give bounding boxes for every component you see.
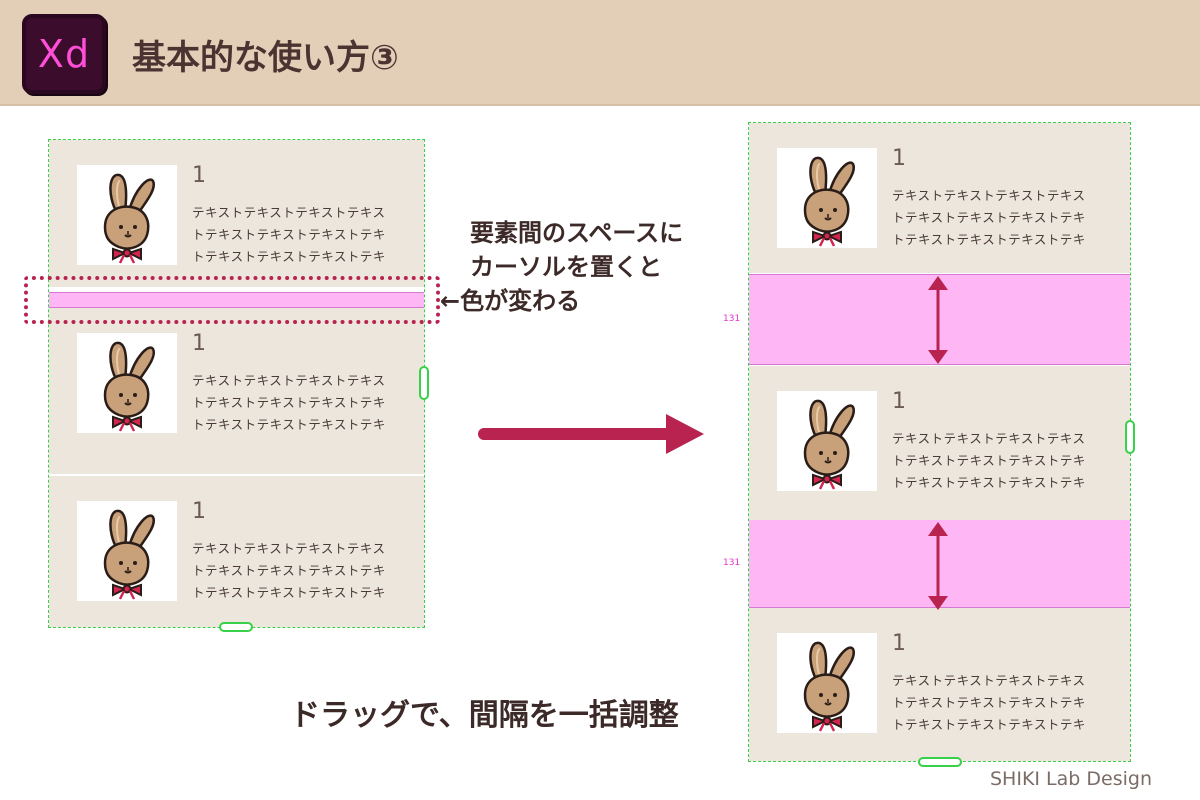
card-text-line: トテキストテキストテキストテキ [892,695,1086,710]
card-text-line: テキストテキストテキストテキス [892,673,1086,688]
hover-callout-box [24,276,440,324]
card-text: テキストテキストテキストテキス トテキストテキストテキストテキ トテキストテキス… [892,670,1097,736]
grid-cell[interactable]: 1 テキストテキストテキストテキス トテキストテキストテキストテキ トテキストテ… [49,308,424,474]
gap-value-label: 131 [723,558,741,568]
logo-text: Xd [37,32,91,76]
card-number: 1 [192,499,206,524]
card-text-line: テキストテキストテキストテキス [192,373,386,388]
page-title: 基本的な使い方③ [132,38,399,78]
grid-cell[interactable]: 1 テキストテキストテキストテキス トテキストテキストテキストテキ トテキストテ… [749,123,1130,273]
card-text-line: テキストテキストテキストテキス [892,431,1086,446]
card-number: 1 [892,146,906,171]
card-image [777,633,877,733]
card-number: 1 [192,163,206,188]
card-text-line: トテキストテキストテキストテキ [892,232,1086,247]
card-text-line: トテキストテキストテキストテキ [892,210,1086,225]
card-text-line: トテキストテキストテキストテキ [892,453,1086,468]
hover-note: 要素間のスペースに カーソルを置くと [470,216,683,284]
card-text-line: トテキストテキストテキストテキ [192,563,386,578]
row-resize-handle[interactable] [918,757,962,767]
right-arrow-icon [478,414,704,454]
card-number: 1 [892,631,906,656]
grid-cell[interactable]: 1 テキストテキストテキストテキス トテキストテキストテキストテキ トテキストテ… [49,140,424,287]
double-headed-vertical-arrow-icon [928,276,948,364]
drag-caption: ドラッグで、間隔を一括調整 [290,698,679,733]
card-text-line: テキストテキストテキストテキス [192,205,386,220]
credit-text: SHIKI Lab Design [990,768,1152,790]
card-text-line: トテキストテキストテキストテキ [892,717,1086,732]
rabbit-with-bow-icon [777,633,877,733]
card-text: テキストテキストテキストテキス トテキストテキストテキストテキ トテキストテキス… [192,202,397,268]
hovered-gap-highlight[interactable] [49,292,424,308]
card-number: 1 [192,331,206,356]
card-image [777,391,877,491]
left-arrow-icon: ← [440,287,461,315]
grid-cell[interactable]: 1 テキストテキストテキストテキス トテキストテキストテキストテキ トテキストテ… [749,608,1130,761]
row-resize-handle[interactable] [219,622,253,632]
card-text-line: トテキストテキストテキストテキ [192,249,386,264]
repeat-grid-before[interactable]: 1 テキストテキストテキストテキス トテキストテキストテキストテキ トテキストテ… [48,139,425,628]
hover-note-line: 要素間のスペースに [470,219,684,247]
card-text: テキストテキストテキストテキス トテキストテキストテキストテキ トテキストテキス… [192,538,397,604]
rabbit-with-bow-icon [77,501,177,601]
repeat-grid-after[interactable]: 1 テキストテキストテキストテキス トテキストテキストテキストテキ トテキストテ… [748,122,1131,762]
grid-cell[interactable]: 1 テキストテキストテキストテキス トテキストテキストテキストテキ トテキストテ… [49,476,424,627]
card-text-line: トテキストテキストテキストテキ [892,475,1086,490]
hover-note-line: カーソルを置くと [470,253,662,281]
card-text: テキストテキストテキストテキス トテキストテキストテキストテキ トテキストテキス… [892,428,1097,494]
rabbit-with-bow-icon [777,148,877,248]
card-text-line: トテキストテキストテキストテキ [192,417,386,432]
rabbit-with-bow-icon [77,165,177,265]
column-resize-handle[interactable] [1125,420,1135,454]
card-image [77,165,177,265]
card-number: 1 [892,389,906,414]
hover-note-pointer: ←色が変わる [440,284,580,318]
card-text: テキストテキストテキストテキス トテキストテキストテキストテキ トテキストテキス… [892,185,1097,251]
double-headed-vertical-arrow-icon [928,522,948,610]
card-text-line: トテキストテキストテキストテキ [192,585,386,600]
card-image [777,148,877,248]
header-bar: Xd 基本的な使い方③ [0,0,1200,106]
card-image [77,501,177,601]
card-text-line: テキストテキストテキストテキス [192,541,386,556]
card-text-line: トテキストテキストテキストテキ [192,227,386,242]
hover-note-line: 色が変わる [460,287,581,315]
card-text-line: トテキストテキストテキストテキ [192,395,386,410]
rabbit-with-bow-icon [777,391,877,491]
card-text-line: テキストテキストテキストテキス [892,188,1086,203]
card-image [77,333,177,433]
adobe-xd-logo-icon: Xd [22,14,106,94]
rabbit-with-bow-icon [77,333,177,433]
card-text: テキストテキストテキストテキス トテキストテキストテキストテキ トテキストテキス… [192,370,397,436]
column-resize-handle[interactable] [419,366,429,400]
grid-cell[interactable]: 1 テキストテキストテキストテキス トテキストテキストテキストテキ トテキストテ… [749,366,1130,520]
gap-value-label: 131 [723,314,741,324]
